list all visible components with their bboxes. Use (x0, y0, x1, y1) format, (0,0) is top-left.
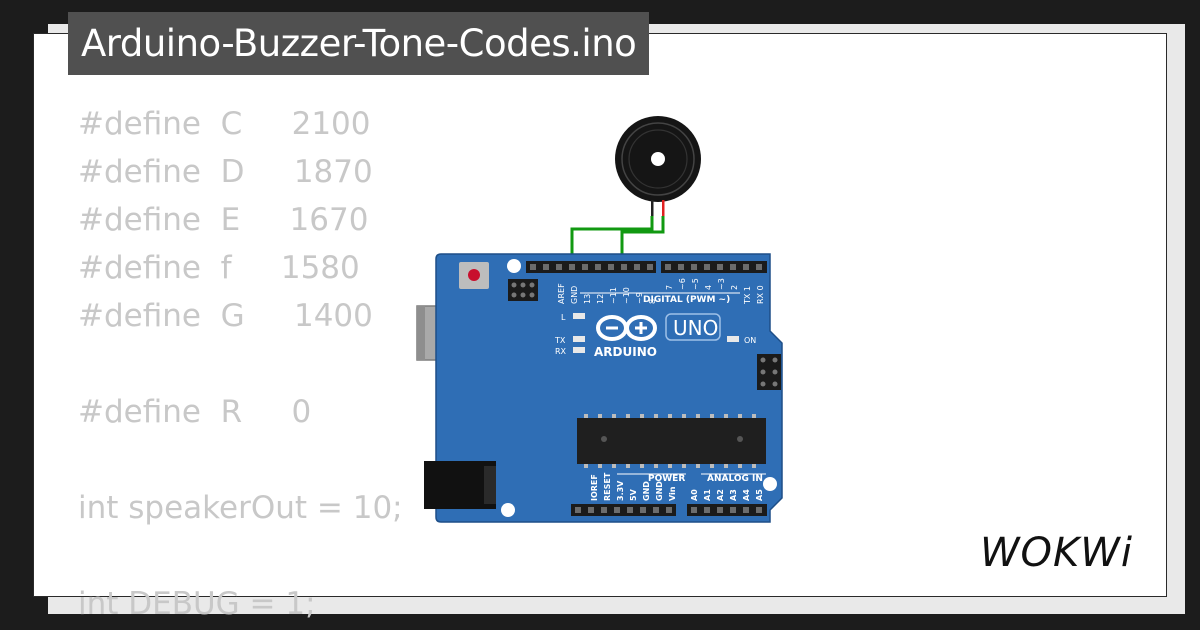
arduino-uno-board[interactable]: AREF GND 13 12 ~11 ~10 ~9 8 7 ~6 ~5 4 ~3… (416, 253, 783, 523)
pin-label: 2 (730, 285, 739, 290)
wokwi-logo: WOKWi (980, 530, 1133, 576)
arduino-logo-icon (596, 315, 657, 341)
code-line: #define G 1400 (78, 298, 373, 334)
brand-label: ARDUINO (594, 345, 657, 359)
led-tx (573, 336, 585, 342)
code-line: #define f 1580 (78, 250, 360, 286)
led-on-label: ON (744, 336, 756, 345)
pin-label: Vin (668, 486, 677, 501)
buzzer-pin-positive[interactable] (662, 200, 665, 218)
pin-label: 12 (596, 294, 605, 304)
led-rx (573, 347, 585, 353)
pin-label: A1 (703, 489, 712, 501)
pin-label: 4 (704, 285, 713, 290)
pin-label: ~5 (691, 278, 700, 290)
power-header (571, 504, 676, 516)
led-l-label: L (561, 313, 566, 322)
pin-label: A3 (729, 489, 738, 501)
pin-label: ~9 (635, 292, 644, 304)
pin-label: ~3 (717, 278, 726, 290)
code-line: #define D 1870 (78, 154, 373, 190)
digital-label: DIGITAL (PWM ~) (643, 295, 730, 305)
code-line: int speakerOut = 10; (78, 490, 403, 526)
power-label: POWER (648, 474, 685, 484)
code-line: #define C 2100 (78, 106, 371, 142)
buzzer[interactable] (615, 116, 701, 218)
pin-label: AREF (557, 283, 566, 304)
pin-label: A0 (690, 489, 699, 501)
code-line: #define E 1670 (78, 202, 369, 238)
pin-label: 8 (648, 299, 657, 304)
pin-label: 5V (629, 488, 638, 501)
pin-label: ~6 (678, 278, 687, 290)
project-title: Arduino-Buzzer-Tone-Codes.ino (68, 12, 650, 75)
pin-label: GND (655, 481, 664, 501)
led-tx-label: TX (554, 336, 566, 345)
code-line: int DEBUG = 1; (78, 586, 316, 622)
led-l (573, 313, 585, 319)
pin-label: ~10 (622, 287, 631, 304)
pin-label: 13 (583, 294, 592, 304)
pin-label: 3.3V (616, 480, 625, 501)
pin-label: ~11 (609, 287, 618, 304)
pin-label: GND (642, 481, 651, 501)
wokwi-logo-text: WOKWi (980, 530, 1133, 576)
pin-label: RESET (603, 472, 612, 501)
pin-label: A4 (742, 489, 751, 501)
wire-pin10[interactable] (620, 216, 665, 268)
analog-header (687, 504, 767, 516)
pin-label: A5 (755, 489, 764, 501)
board-model-label: UNO (673, 316, 718, 340)
code-line: #define R 0 (78, 394, 312, 430)
pin-label: RX 0 (756, 285, 765, 304)
pin-label: GND (570, 286, 579, 304)
digital-header-right (661, 261, 767, 273)
buzzer-pin-negative[interactable] (651, 200, 654, 218)
pin-label: TX 1 (743, 286, 752, 305)
pin-label: A2 (716, 489, 725, 501)
wire-gnd[interactable] (570, 216, 654, 268)
led-on (727, 336, 739, 342)
analog-label: ANALOG IN (707, 474, 763, 484)
pin-label: IOREF (590, 474, 599, 501)
microcontroller-chip (577, 418, 766, 464)
pin-label: 7 (665, 285, 674, 290)
code-preview: #define C 2100 #define D 1870 #define E 16… (78, 100, 403, 628)
led-rx-label: RX (555, 347, 567, 356)
